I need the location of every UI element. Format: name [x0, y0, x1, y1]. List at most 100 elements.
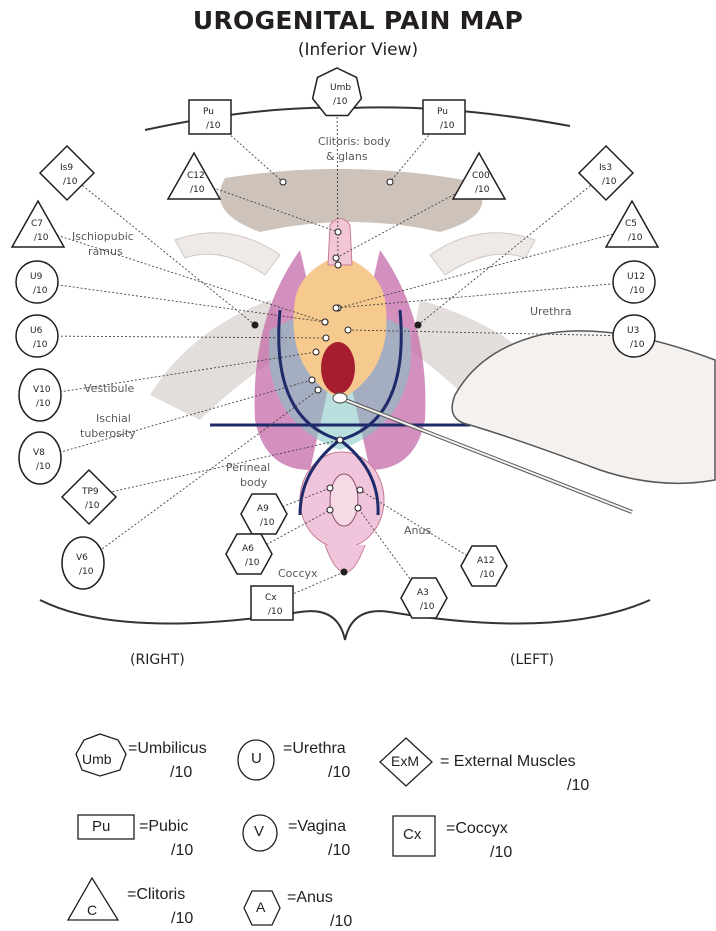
marker-label: A6: [242, 544, 254, 554]
legend-v-score: /10: [328, 842, 350, 860]
marker-label: U6: [30, 326, 43, 336]
legend-pu-symbol: Pu: [92, 818, 110, 835]
marker-label: V6: [76, 553, 88, 563]
marker-label: A12: [477, 556, 495, 566]
marker-u9: U9/10: [16, 261, 58, 303]
marker-score[interactable]: /10: [260, 518, 275, 528]
label-coccyx: Coccyx: [278, 567, 318, 580]
pain-map-diagram: Clitoris: body & glans Ischiopubic ramus…: [0, 0, 716, 700]
diamond-shape: [579, 146, 633, 200]
marker-label: U9: [30, 272, 43, 282]
marker-is3: Is3/10: [579, 146, 633, 200]
legend-a-symbol: A: [256, 899, 265, 915]
coccyx-tail: [325, 545, 365, 573]
marker-score[interactable]: /10: [36, 399, 51, 409]
marker-score[interactable]: /10: [33, 340, 48, 350]
marker-score[interactable]: /10: [36, 462, 51, 472]
marker-label: C12: [187, 171, 205, 181]
marker-score[interactable]: /10: [440, 121, 455, 131]
marker-c5: C5/10: [606, 201, 658, 247]
marker-label: Pu: [203, 107, 214, 117]
target-dot-u3: [345, 327, 351, 333]
legend-pu-text: =Pubic: [139, 818, 188, 836]
marker-label: C5: [625, 219, 637, 229]
marker-score[interactable]: /10: [206, 121, 221, 131]
legend-pu-score: /10: [171, 842, 193, 860]
label-perineal-2: body: [240, 476, 268, 489]
label-clitoris-2: & glans: [326, 150, 368, 163]
marker-pu-r: Pu/10: [189, 100, 231, 134]
marker-score[interactable]: /10: [480, 570, 495, 580]
ischiopubic-ramus-right: [175, 233, 280, 275]
anal-opening: [330, 474, 358, 526]
marker-score[interactable]: /10: [333, 97, 348, 107]
marker-label: U3: [627, 326, 639, 336]
marker-score[interactable]: /10: [602, 177, 617, 187]
target-dot-u12: [333, 305, 339, 311]
legend-exm-text: = External Muscles: [440, 753, 576, 771]
oval-shape: [19, 369, 61, 421]
target-dot-is9: [252, 322, 258, 328]
marker-label: V8: [33, 448, 45, 458]
marker-u12: U12/10: [613, 261, 655, 303]
circle-shape: [16, 315, 58, 357]
legend-u-symbol: U: [251, 750, 262, 767]
target-dot-pu-r: [280, 179, 286, 185]
marker-label: Cx: [265, 593, 277, 603]
target-dot-is3: [415, 322, 421, 328]
marker-label: A3: [417, 588, 429, 598]
marker-c7: C7/10: [12, 201, 64, 247]
legend-c-score: /10: [171, 910, 193, 928]
oval-shape: [62, 537, 104, 589]
label-ischial-1: Ischial: [96, 412, 131, 425]
marker-a12: A12/10: [461, 546, 507, 586]
legend-v-symbol: V: [254, 823, 264, 840]
target-dot-a3: [355, 505, 361, 511]
label-anus: Anus: [404, 524, 431, 537]
legend-c-text: =Clitoris: [127, 886, 185, 904]
legend-u-text: =Urethra: [283, 740, 346, 758]
marker-score[interactable]: /10: [79, 567, 94, 577]
circle-shape: [613, 315, 655, 357]
side-left-label: (LEFT): [510, 652, 554, 668]
legend-exm-symbol: ExM: [391, 753, 419, 769]
circle-shape: [16, 261, 58, 303]
target-dot-v8: [309, 377, 315, 383]
legend-umb-text: =Umbilicus: [128, 740, 207, 758]
hexagon-shape: [401, 578, 447, 618]
legend-cx-text: =Coccyx: [446, 820, 508, 838]
marker-v8: V8/10: [19, 432, 61, 484]
marker-score[interactable]: /10: [630, 286, 645, 296]
target-dot-a6: [327, 507, 333, 513]
marker-score[interactable]: /10: [475, 185, 490, 195]
marker-label: C7: [31, 219, 43, 229]
marker-score[interactable]: /10: [190, 185, 205, 195]
marker-score[interactable]: /10: [63, 177, 78, 187]
marker-score[interactable]: /10: [34, 233, 49, 243]
marker-cx: Cx/10: [251, 586, 293, 620]
label-ischial-2: tuberosity: [80, 427, 136, 440]
label-clitoris-1: Clitoris: body: [318, 135, 391, 148]
marker-score[interactable]: /10: [630, 340, 645, 350]
marker-c00: C00/10: [453, 153, 505, 199]
legend-symbols: [0, 700, 716, 931]
marker-score[interactable]: /10: [85, 501, 100, 511]
legend-cx-score: /10: [490, 844, 512, 862]
clitoris-body: [328, 219, 352, 266]
marker-score[interactable]: /10: [268, 607, 283, 617]
circle-shape: [613, 261, 655, 303]
label-urethra: Urethra: [530, 305, 572, 318]
legend-u-score: /10: [328, 764, 350, 782]
marker-score[interactable]: /10: [245, 558, 260, 568]
marker-score[interactable]: /10: [33, 286, 48, 296]
marker-c12: C12/10: [168, 153, 220, 199]
marker-score[interactable]: /10: [420, 602, 435, 612]
marker-score[interactable]: /10: [628, 233, 643, 243]
marker-label: V10: [33, 385, 51, 395]
target-dot-v10: [313, 349, 319, 355]
buttock-outline-left: [345, 600, 650, 640]
legend-umb-score: /10: [170, 764, 192, 782]
target-dot-v6: [315, 387, 321, 393]
hexagon-shape: [461, 546, 507, 586]
marker-label: A9: [257, 504, 269, 514]
